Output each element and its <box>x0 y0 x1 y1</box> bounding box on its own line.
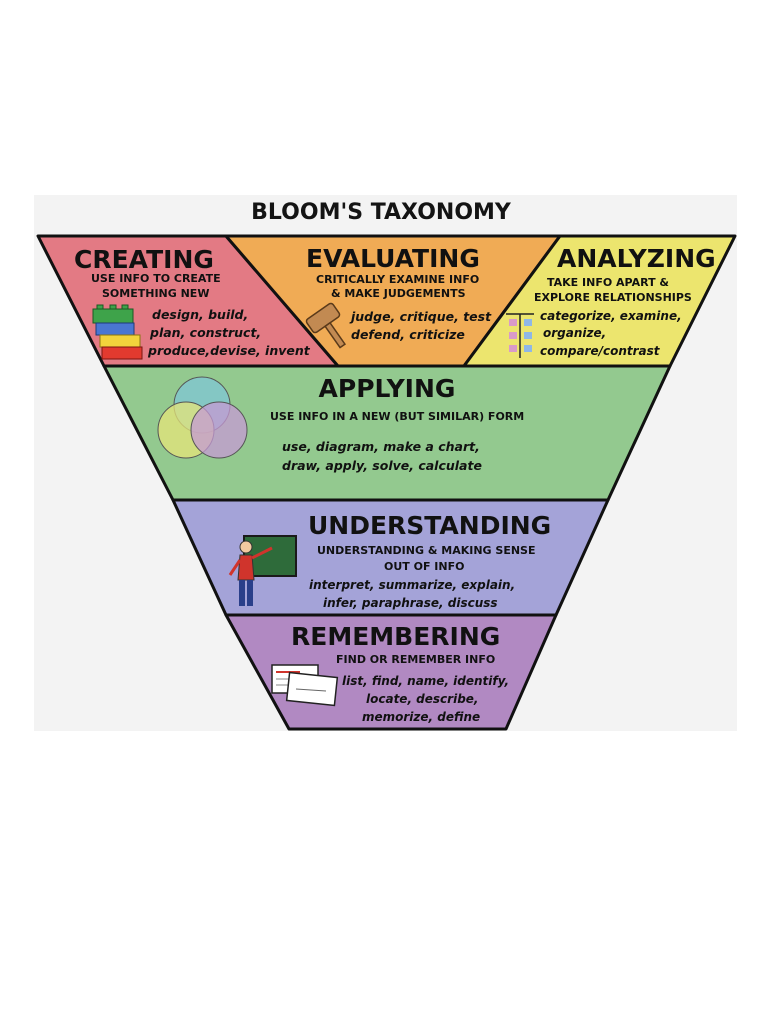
evaluating-title: EVALUATING <box>306 244 480 273</box>
analyzing-verbs-line-2: organize, <box>543 326 606 340</box>
remembering-desc-line-1: FIND OR REMEMBER INFO <box>336 653 495 666</box>
creating-desc-line-1: USE INFO TO CREATE <box>91 272 221 285</box>
remembering-verbs-line-2: locate, describe, <box>366 692 478 706</box>
analyzing-title: ANALYZING <box>557 244 716 273</box>
evaluating-desc-line-1: CRITICALLY EXAMINE INFO <box>316 273 479 286</box>
sorting-chart-icon <box>506 313 534 358</box>
understanding-verbs-line-2: infer, paraphrase, discuss <box>323 596 498 610</box>
evaluating-level: EVALUATING CRITICALLY EXAMINE INFO & MAK… <box>305 244 492 349</box>
understanding-title: UNDERSTANDING <box>308 511 551 540</box>
venn-diagram-icon <box>157 376 248 459</box>
evaluating-verbs-line-2: defend, criticize <box>351 327 465 342</box>
creating-verbs-line-2: plan, construct, <box>149 325 261 340</box>
creating-desc-line-2: SOMETHING NEW <box>102 287 209 300</box>
evaluating-desc-line-2: & MAKE JUDGEMENTS <box>331 287 466 300</box>
analyzing-desc-line-2: EXPLORE RELATIONSHIPS <box>534 291 692 304</box>
creating-verbs-line-3: produce,devise, invent <box>147 343 311 358</box>
applying-title: APPLYING <box>319 374 456 403</box>
understanding-desc-line-1: UNDERSTANDING & MAKING SENSE <box>317 544 535 557</box>
creating-verbs-line-1: design, build, <box>152 307 248 322</box>
applying-level: APPLYING USE INFO IN A NEW (BUT SIMILAR)… <box>157 374 524 473</box>
remembering-verbs-line-1: list, find, name, identify, <box>342 674 509 688</box>
creating-level: CREATING USE INFO TO CREATE SOMETHING NE… <box>74 245 311 360</box>
understanding-verbs-line-1: interpret, summarize, explain, <box>309 578 515 592</box>
remembering-title: REMEMBERING <box>291 622 500 651</box>
analyzing-verbs-line-1: categorize, examine, <box>540 309 682 323</box>
understanding-level: UNDERSTANDING UNDERSTANDING & MAKING SEN… <box>228 511 551 610</box>
analyzing-verbs-line-3: compare/contrast <box>540 344 661 358</box>
remembering-level: REMEMBERING FIND OR REMEMBER INFO list, … <box>271 622 509 724</box>
applying-desc-line-1: USE INFO IN A NEW (BUT SIMILAR) FORM <box>270 410 524 423</box>
evaluating-verbs-line-1: judge, critique, test <box>349 309 492 324</box>
analyzing-level: ANALYZING TAKE INFO APART & EXPLORE RELA… <box>506 244 716 358</box>
analyzing-desc-line-1: TAKE INFO APART & <box>547 276 669 289</box>
remembering-verbs-line-3: memorize, define <box>362 710 480 724</box>
teacher-board-icon <box>228 535 297 606</box>
flash-cards-icon <box>271 664 339 707</box>
gavel-icon <box>305 302 347 349</box>
applying-verbs-line-2: draw, apply, solve, calculate <box>282 458 482 473</box>
lego-bricks-icon <box>92 304 143 360</box>
understanding-desc-line-2: OUT OF INFO <box>384 560 464 573</box>
creating-title: CREATING <box>74 245 214 274</box>
applying-verbs-line-1: use, diagram, make a chart, <box>282 439 480 454</box>
diagram-title: BLOOM'S TAXONOMY <box>251 200 512 225</box>
